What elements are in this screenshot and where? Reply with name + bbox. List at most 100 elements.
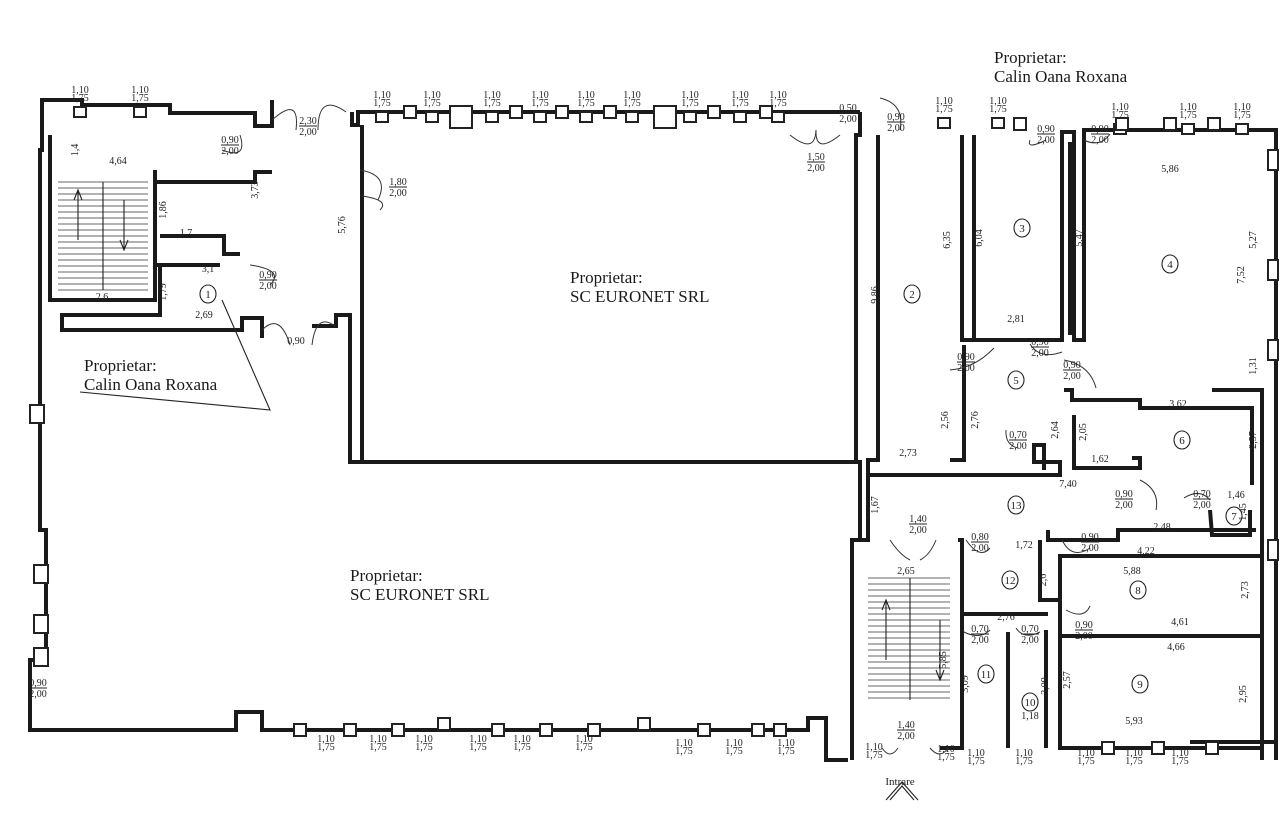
room-number-circle [1225,506,1243,526]
door-width: 0,90 [1031,337,1049,348]
window-width: 1,10 [1111,102,1129,113]
window [1163,117,1177,131]
window-height: 1,75 [1111,110,1129,121]
door-swing [1005,429,1019,449]
door-width: 0,70 [1009,430,1027,441]
door-swing [1061,539,1091,553]
entrance-label: Intrare [885,776,915,788]
door-width: 0,90 [259,270,277,281]
window-height: 1,75 [1077,756,1095,767]
window [1115,117,1129,131]
door-height: 2,00 [259,281,277,292]
window [579,111,593,123]
door-swing [919,539,937,561]
window [1235,123,1249,135]
stair-down-arrow-icon [119,200,129,252]
dimension-label: 1,46 [1227,490,1245,501]
door-height: 2,00 [29,689,47,700]
door-label: 1,402,00 [897,720,915,742]
dimension-label: 2,56 [940,411,951,429]
door-height: 2,00 [1063,371,1081,382]
window-height: 1,75 [1171,756,1189,767]
dimension-label: 4,66 [1167,642,1185,653]
owner-prefix: Proprietar: [994,48,1067,67]
window [437,717,451,731]
room-number: 4 [1167,259,1173,271]
window-width: 1,10 [317,734,335,745]
window-height: 1,75 [317,742,335,753]
door-width: 0,90 [287,336,305,347]
window [449,105,473,129]
window [1151,741,1165,755]
door-height: 2,00 [839,114,857,125]
window-width: 1,10 [1233,102,1251,113]
window-height: 1,75 [373,98,391,109]
door-label: 0,502,00 [839,103,857,125]
dimension-label: 2,76 [997,612,1015,623]
window [485,111,499,123]
door-label: 0,702,00 [1009,430,1027,452]
door-label: 0,902,00 [957,352,975,374]
dimension-label: 2,6 [96,292,109,303]
door-width: 0,90 [1037,124,1055,135]
door-width: 0,70 [1021,624,1039,635]
room-number: 13 [1011,500,1023,512]
window-width: 1,10 [1015,748,1033,759]
door-swing [249,264,275,286]
window-height: 1,75 [1179,110,1197,121]
window-width: 1,10 [1077,748,1095,759]
door-swing [361,195,384,211]
window-height: 1,75 [989,104,1007,115]
window-width: 1,10 [967,748,985,759]
door-swings [221,97,1211,755]
owner-prefix: Proprietar: [84,356,157,375]
dimension-label: 4,22 [1137,546,1155,557]
door-height: 2,00 [897,731,915,742]
window [625,111,639,123]
door-height: 2,00 [1075,631,1093,642]
door-width: 0,70 [1193,489,1211,500]
dimension-label: 2,57 [1062,671,1073,689]
window-width: 1,10 [1125,748,1143,759]
stair-up-arrow-icon [881,598,891,660]
dimension-label: 5,86 [1161,164,1179,175]
window [403,105,417,119]
door-label: 0,702,00 [1193,489,1211,511]
door-swing [965,539,991,553]
window [343,723,357,737]
window [733,111,747,123]
door-width: 0,90 [1063,360,1081,371]
window-width: 1,10 [865,742,883,753]
window-height: 1,75 [865,750,883,761]
window-height: 1,75 [935,104,953,115]
dimension-label: 2,95 [1238,685,1249,703]
owner-leader-line [79,299,271,411]
stairs [58,181,950,700]
window-height: 1,75 [71,93,89,104]
dimension-label: 1,18 [1021,711,1039,722]
room-number-circle [1173,430,1191,450]
door-swing [1065,605,1091,615]
dimension-label: 1,72 [1015,540,1033,551]
dimension-label: 2,57 [1248,431,1259,449]
room-number: 11 [981,669,992,681]
room-number-circle [1007,495,1025,515]
door-label: 0,902,00 [1115,489,1133,511]
door-swing [889,539,911,561]
window-width: 1,10 [777,738,795,749]
window [33,614,49,634]
window [773,723,787,737]
window-width: 1,10 [423,90,441,101]
room-number-circle [1021,692,1039,712]
door-swing [1015,627,1041,636]
owner-prefix: Proprietar: [350,566,423,585]
window-height: 1,75 [131,93,149,104]
door-swing [1063,359,1097,389]
door-label: 0,90 [287,336,305,347]
dimension-label: 6,04 [974,229,985,247]
window [1013,117,1027,131]
door-width: 0,50 [839,103,857,114]
room-number: 7 [1231,511,1237,523]
